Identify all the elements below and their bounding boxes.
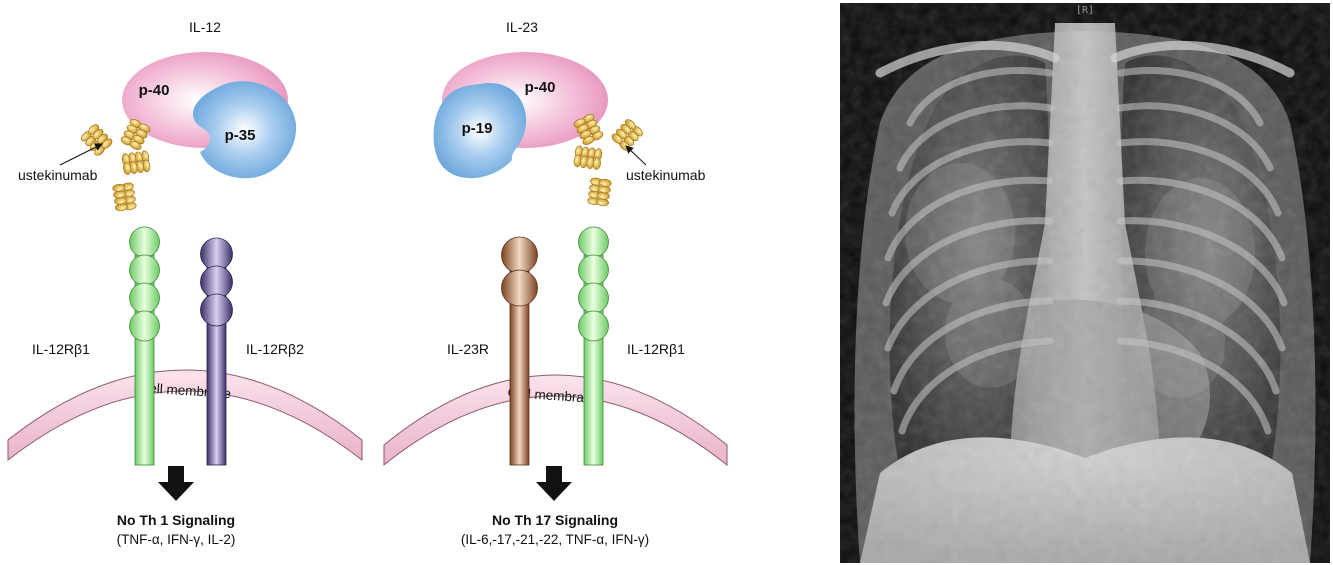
chest-xray-drawing: [840, 3, 1330, 563]
il12-p40-label: p-40: [139, 82, 170, 99]
il12-receptor-right-label: IL-12Rβ2: [246, 341, 304, 357]
il12-receptor-left-label: IL-12Rβ1: [32, 341, 90, 357]
il23-p40-label: p-40: [525, 79, 556, 96]
il12-ustekinumab-antibody: [78, 115, 163, 215]
il12-antibody-pointer: [59, 143, 103, 166]
il23-p19-subunit: [433, 83, 527, 179]
xray-side-marker: [R]: [1075, 5, 1095, 16]
il23-receptor-left-label: IL-23R: [447, 341, 489, 357]
il23-panel: IL-23 p-40 p-19 ustekinumab Cell membran…: [383, 19, 728, 547]
chest-xray-image: [R]: [840, 3, 1330, 563]
il23-antibody-label: ustekinumab: [626, 167, 706, 183]
il23-down-arrow: [536, 466, 572, 501]
il12-p35-subunit: [193, 81, 297, 179]
il12-antibody-label: ustekinumab: [18, 167, 98, 183]
il23-ustekinumab-antibody: [562, 110, 647, 210]
il12-receptor-rb1: [129, 226, 160, 466]
il23-p19-label: p-19: [462, 120, 493, 137]
il23-receptor-il23r: [501, 236, 538, 466]
il12-result-title: No Th 1 Signaling: [117, 512, 235, 528]
il23-cell-membrane: [383, 374, 728, 467]
il23-antibody-pointer: [625, 145, 647, 166]
ustekinumab-mechanism-diagram: IL-12 p-40 p-35 ustekinumab Cell membran…: [7, 19, 728, 547]
il23-result-detail: (IL-6,-17,-21,-22, TNF-α, IFN-γ): [461, 532, 649, 547]
il12-panel: IL-12 p-40 p-35 ustekinumab Cell membran…: [7, 19, 363, 547]
il12-title: IL-12: [189, 19, 221, 35]
il12-p35-label: p-35: [225, 127, 256, 144]
il23-receptor-right-label: IL-12Rβ1: [627, 341, 685, 357]
il12-down-arrow: [158, 466, 194, 501]
il12-cell-membrane: [7, 369, 363, 462]
il23-title: IL-23: [506, 19, 538, 35]
il23-result-title: No Th 17 Signaling: [492, 512, 618, 528]
il12-result-detail: (TNF-α, IFN-γ, IL-2): [117, 532, 236, 547]
il23-receptor-rb1: [578, 226, 609, 466]
il23-membrane-label: Cell membrane: [507, 385, 599, 406]
il12-receptor-rb2: [200, 237, 233, 466]
